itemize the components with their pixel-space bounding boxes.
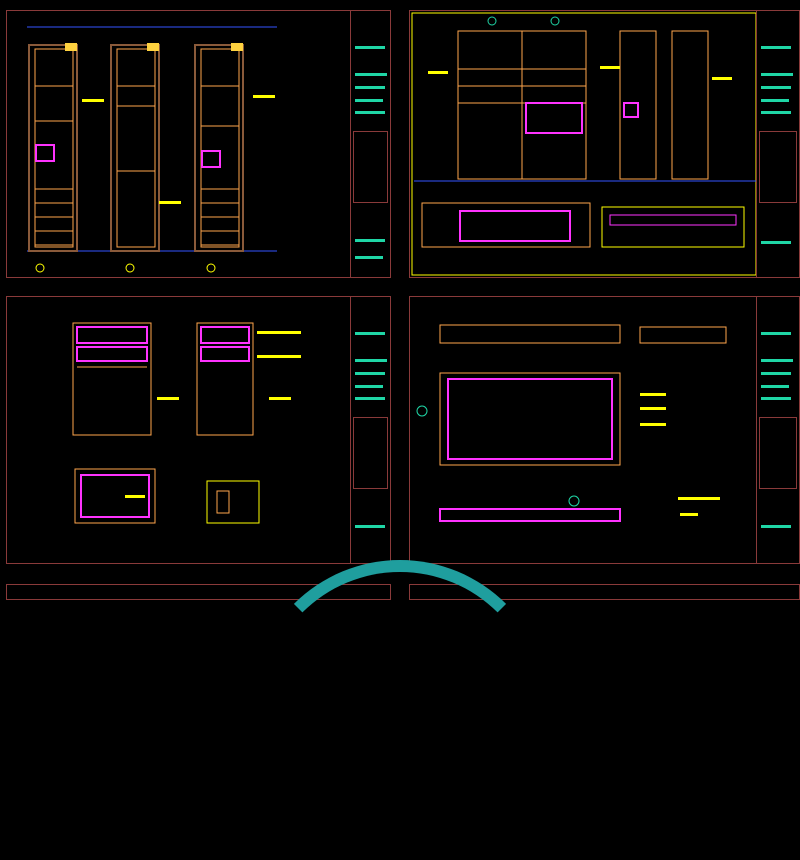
title-block bbox=[350, 11, 390, 277]
elevation-drawing-1 bbox=[27, 26, 277, 273]
sheet-elevations-2 bbox=[409, 10, 800, 278]
detail-drawing-b bbox=[416, 324, 727, 522]
elevation-drawing-2 bbox=[411, 12, 757, 276]
detail-drawing-a bbox=[72, 322, 301, 524]
title-block bbox=[756, 11, 799, 277]
watermark-arc bbox=[250, 560, 550, 860]
sheet-detail-a bbox=[6, 296, 391, 564]
sheet-elevations-1 bbox=[6, 10, 391, 278]
title-block bbox=[350, 297, 390, 563]
title-block bbox=[756, 297, 799, 563]
sheet-detail-b bbox=[409, 296, 800, 564]
